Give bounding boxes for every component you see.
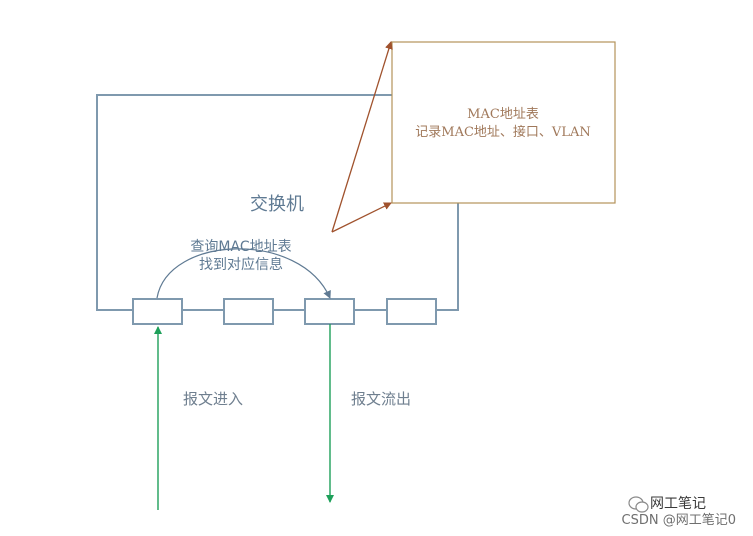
watermark-csdn: CSDN @网工笔记0 [622,512,736,528]
switch-port-3 [304,298,355,325]
lookup-line2: 找到对应信息 [199,256,283,273]
switch-label: 交换机 [250,194,304,215]
mac-table-description: 记录MAC地址、接口、VLAN [415,124,590,140]
switch-port-2 [223,298,274,325]
switch-port-1 [132,298,183,325]
lookup-line1: 查询MAC地址表 [190,239,291,255]
switch-port-4 [386,298,437,325]
ingress-label: 报文进入 [183,390,243,408]
watermark-wechat-name: 网工笔记 [650,496,706,512]
mac-table-callout [391,41,616,204]
wechat-icon [628,496,649,513]
lookup-curve-arrow [156,248,331,299]
mac-callout-pointer-upper [331,41,393,233]
mac-table-title: MAC地址表 [467,107,539,122]
mac-callout-pointer-lower [331,202,392,233]
egress-label: 报文流出 [351,390,411,408]
